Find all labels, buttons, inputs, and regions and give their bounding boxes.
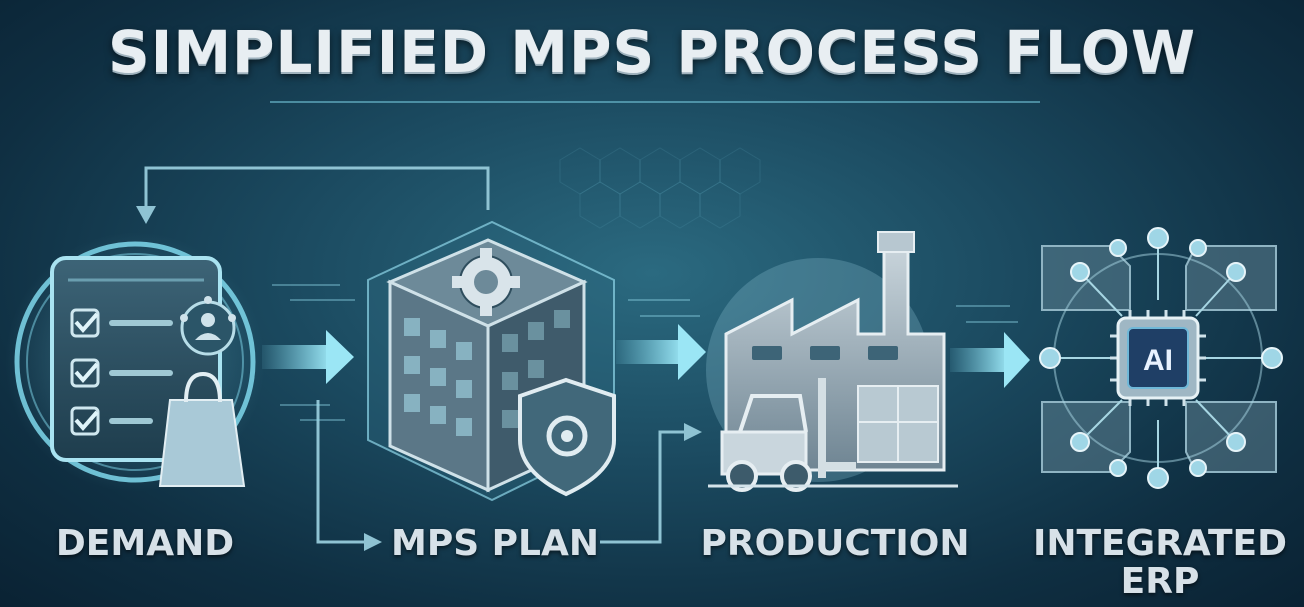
factory-forklift-icon	[706, 231, 958, 492]
diagram-title: SIMPLIFIED MPS PROCESS FLOW	[107, 18, 1197, 86]
building-gear-cube-icon	[367, 220, 616, 502]
step-label-mps-plan: MPS PLAN	[391, 523, 599, 564]
step-label-production: PRODUCTION	[700, 523, 970, 564]
flow-arrow-3	[950, 305, 1030, 388]
step-label-integrated-erp: INTEGRATED ERP	[1032, 523, 1288, 602]
step-label-demand: DEMAND	[55, 523, 235, 564]
connector-arrowhead-icon	[364, 533, 382, 551]
flow-arrow-1	[262, 284, 355, 421]
plan-to-production-connector	[600, 430, 688, 544]
connector-arrowhead-2-icon	[684, 423, 702, 441]
checklist-clipboard-icon	[5, 232, 265, 492]
ai-chip-label: AI	[1143, 344, 1173, 377]
flow-arrow-2	[616, 299, 706, 380]
hex-background-pattern	[559, 147, 761, 229]
demand-to-plan-connector	[316, 400, 370, 544]
feedback-arrowhead-icon	[136, 206, 156, 224]
feedback-loop-line	[144, 166, 490, 212]
ai-chip-network-icon: AI	[1039, 227, 1283, 489]
